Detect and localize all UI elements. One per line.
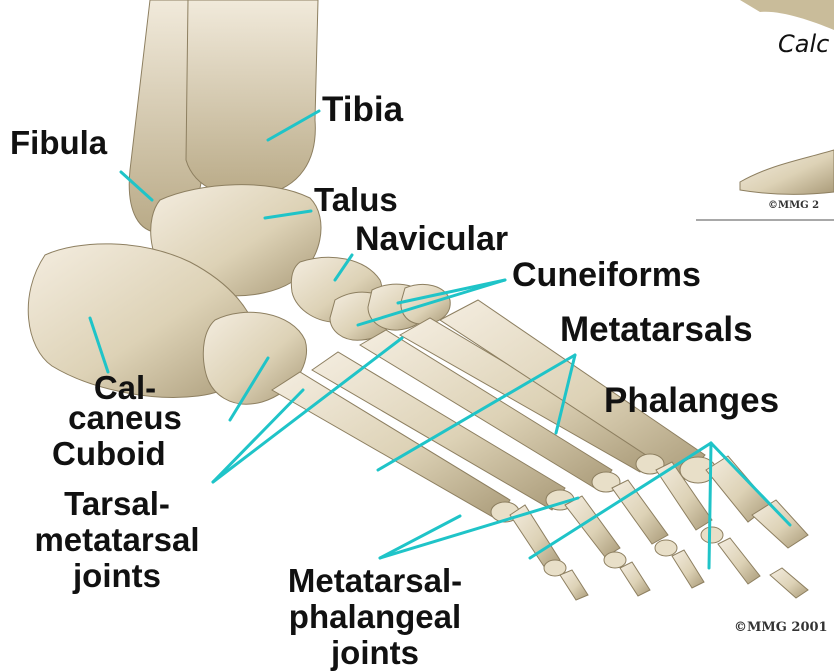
tibia-label: Tibia xyxy=(322,92,403,127)
leader-line-tarsal-metatarsal-a xyxy=(213,390,303,482)
calcaneus-label-line2: caneus xyxy=(55,403,195,433)
tibia-bone xyxy=(186,0,318,196)
fibula-label: Fibula xyxy=(10,126,107,159)
mtp-line1: Metatarsal- xyxy=(250,563,500,599)
tarsal-metatarsal-line1: Tarsal- xyxy=(2,486,232,522)
tarsal-metatarsal-line2: metatarsal xyxy=(2,522,232,558)
metatarsal-phalangeal-joints-label: Metatarsal- phalangeal joints xyxy=(250,563,500,671)
inset-clip: Calc ©MMG 2 xyxy=(696,0,834,222)
tarsal-metatarsal-line3: joints xyxy=(2,558,232,594)
mtp-line2: phalangeal xyxy=(250,599,500,635)
leader-line-phalanges-b xyxy=(709,443,711,568)
mtp-line3: joints xyxy=(250,635,500,671)
cuboid-label: Cuboid xyxy=(52,437,166,470)
talus-label: Talus xyxy=(314,183,398,216)
tarsal-metatarsal-joints-label: Tarsal- metatarsal joints xyxy=(2,486,232,594)
copyright-text: ©MMG 2001 xyxy=(734,620,828,635)
phalanges-label: Phalanges xyxy=(604,383,779,418)
cuneiforms-label: Cuneiforms xyxy=(512,258,701,292)
metatarsals-label: Metatarsals xyxy=(560,312,753,347)
navicular-label: Navicular xyxy=(355,222,508,256)
inset-partial-copyright: ©MMG 2 xyxy=(768,200,819,211)
calcaneus-label: Cal- caneus xyxy=(55,373,195,433)
inset-partial-label: Calc xyxy=(778,30,829,58)
